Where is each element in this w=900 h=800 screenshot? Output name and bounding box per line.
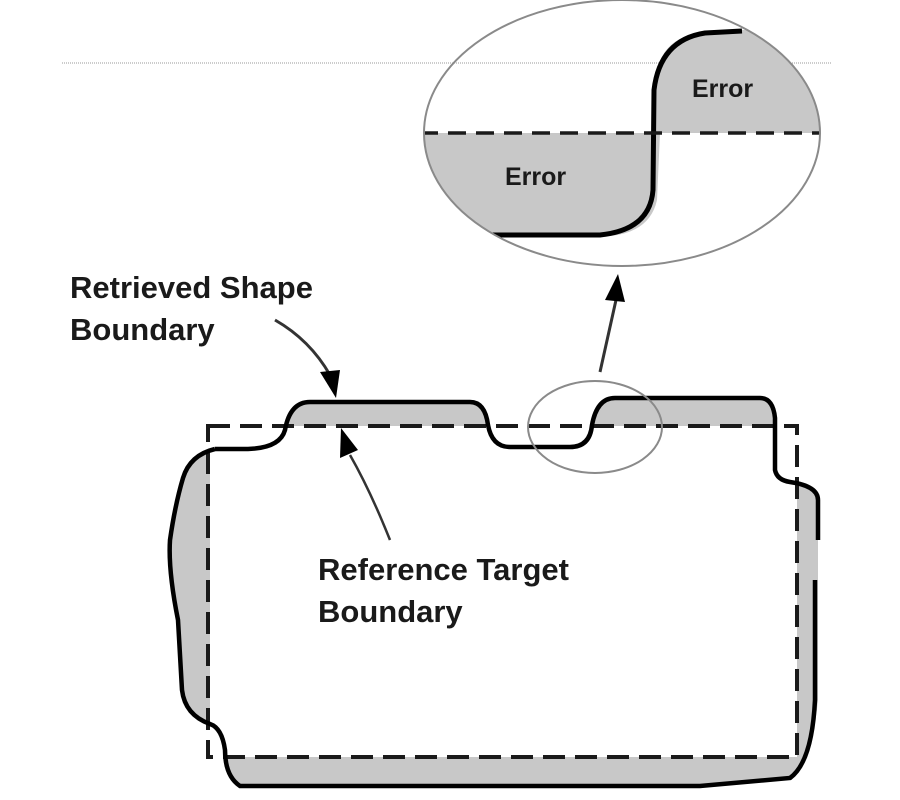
error-label-top: Error — [692, 75, 753, 103]
retrieved-boundary-magnified — [488, 28, 743, 238]
error-region-bottom — [424, 133, 660, 236]
reference-arrow-head-icon — [340, 428, 358, 458]
zoom-arrow-head-icon — [605, 274, 625, 302]
reference-pointer-arrow — [340, 428, 392, 541]
reference-label-line1: Reference Target — [318, 552, 569, 587]
main-shape — [167, 380, 821, 789]
reference-label-line2: Boundary — [318, 594, 463, 629]
shape-interior — [210, 426, 797, 757]
retrieved-label-line2: Boundary — [70, 312, 215, 347]
retrieved-label-line1: Retrieved Shape — [70, 270, 313, 305]
magnifier-ellipse — [423, 0, 821, 267]
retrieved-pointer-arrow — [274, 318, 340, 398]
error-label-bottom: Error — [505, 163, 566, 191]
magnified-inset: Error Error — [423, 0, 821, 267]
retrieved-arrow-head-icon — [320, 370, 340, 398]
magnifier-source-circle — [527, 380, 663, 474]
zoom-arrow — [598, 274, 625, 373]
reference-target-boundary — [206, 424, 799, 759]
retrieved-shape-boundary — [167, 395, 821, 789]
